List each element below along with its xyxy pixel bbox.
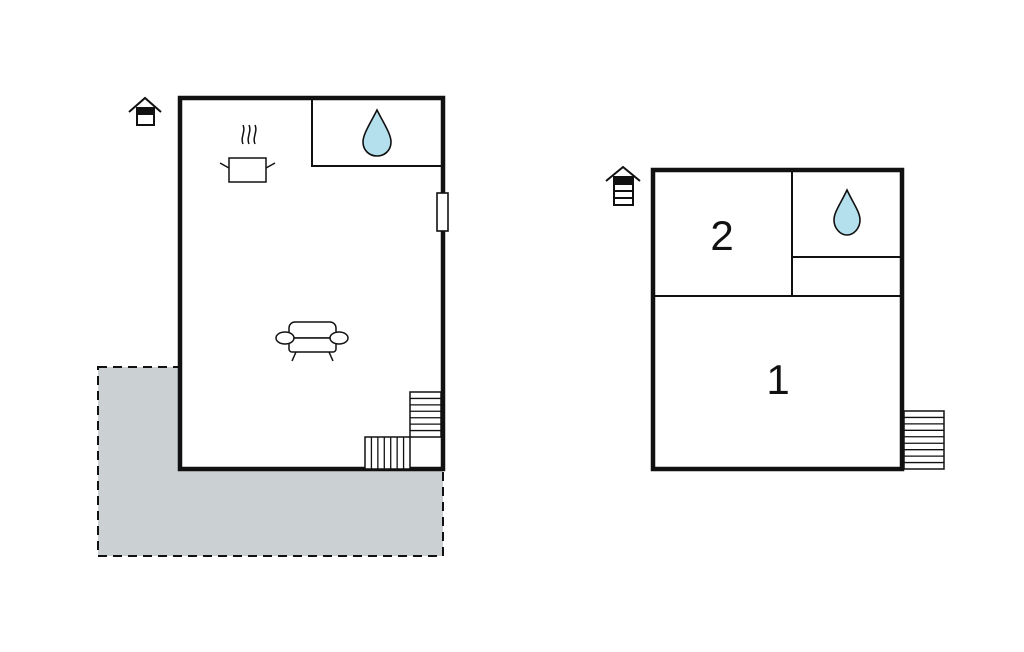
room-label-2: 2 xyxy=(710,212,733,259)
water-drop-icon xyxy=(362,108,392,157)
ground-floor xyxy=(97,95,449,557)
room-label-1: 1 xyxy=(766,356,789,403)
stairs-ground xyxy=(364,391,442,470)
door-icon xyxy=(436,192,449,232)
entrance-icon xyxy=(128,96,162,126)
stairs-upper xyxy=(903,410,945,470)
upper-floor: 2 1 xyxy=(605,165,945,472)
upper-floor-walls xyxy=(650,167,905,472)
sofa-icon xyxy=(275,321,349,362)
water-drop-icon xyxy=(833,188,861,236)
floor-indicator-icon xyxy=(605,165,641,206)
bathroom-wall xyxy=(311,98,443,167)
kitchen-pot-icon xyxy=(219,124,276,183)
